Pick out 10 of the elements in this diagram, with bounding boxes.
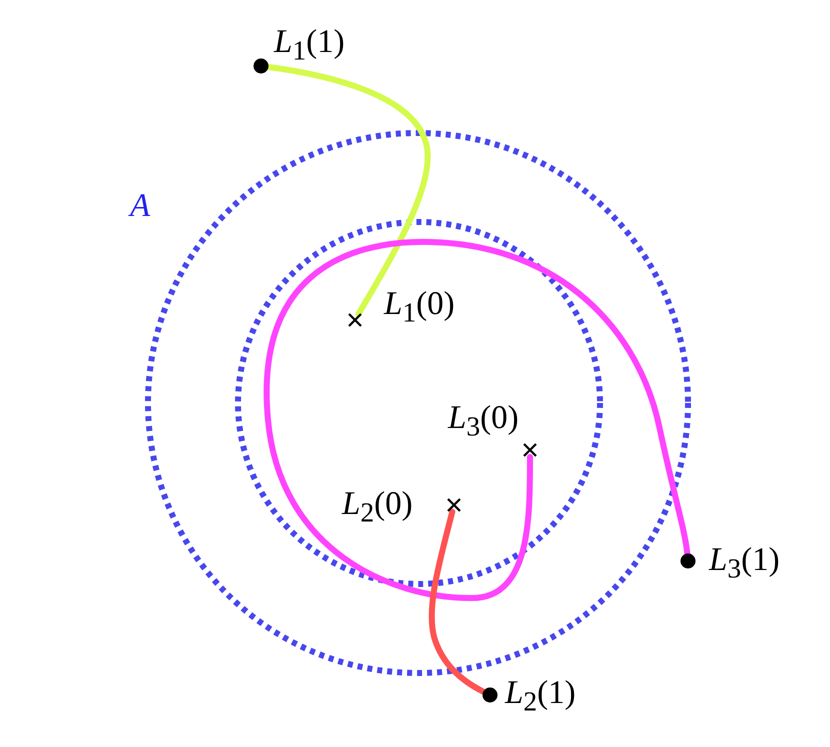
region-label: A: [130, 190, 150, 223]
point-label: L$_{2}$(0): [342, 488, 413, 526]
curve-path: [265, 64, 430, 317]
point-label: L$_{3}$(0): [448, 402, 519, 440]
curve-path: [428, 508, 486, 695]
point-label: L$_{1}$(1): [274, 26, 345, 64]
curve-path: [264, 239, 690, 601]
point-label: L$_{1}$(0): [384, 288, 455, 326]
point-label: L$_{3}$(1): [709, 544, 780, 582]
point-label: L$_{2}$(1): [505, 677, 576, 716]
